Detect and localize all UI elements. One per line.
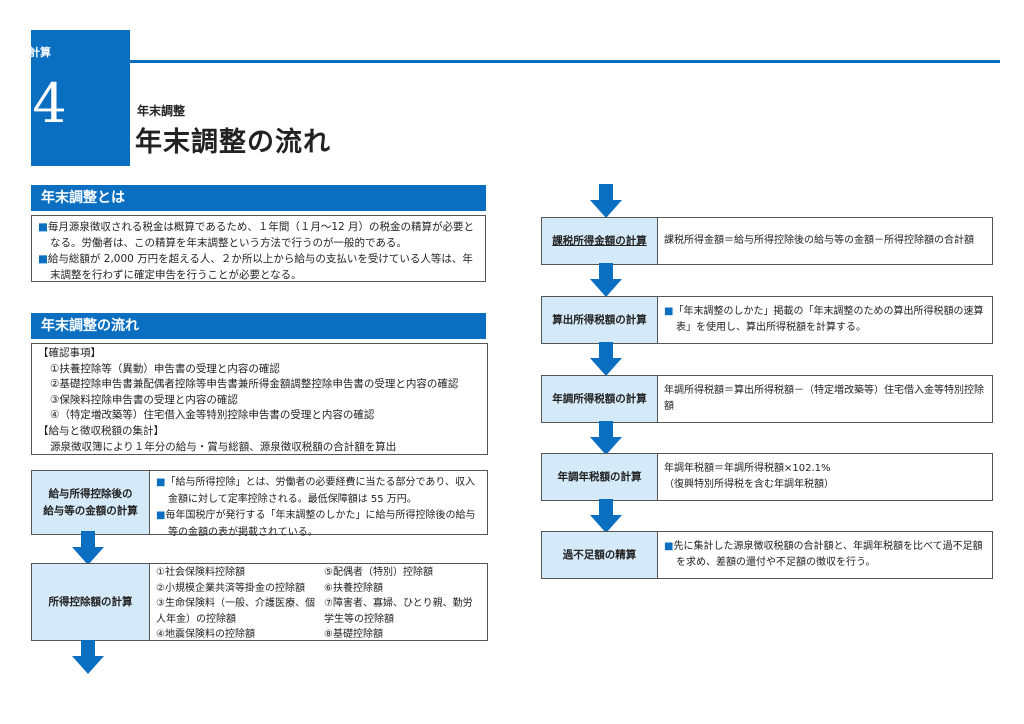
step-label: 年調年税額の計算 <box>542 454 658 500</box>
list-item: ②小規模企業共済等掛金の控除額 <box>156 582 305 594</box>
arrow-down-icon <box>590 184 622 218</box>
arrow-down-icon <box>590 499 622 533</box>
step-body: 年調年税額＝年調所得税額×102.1% （復興特別所得税を含む年調年税額） <box>664 463 834 490</box>
tally-title: 【給与と徴収税額の集計】 <box>38 424 164 437</box>
list-item: ③保険料控除申告書の受理と内容の確認 <box>50 393 238 406</box>
list-item: ⑤配偶者（特別）控除額 <box>324 567 433 578</box>
tally-text: 源泉徴収簿により１年分の給与・賞与総額、源泉徴収税額の合計額を算出 <box>50 440 397 453</box>
deduction-col1: ①社会保険料控除額 ②小規模企業共済等掛金の控除額 ③生命保険料（一般、介護医療… <box>156 565 324 643</box>
section-flow-box: 【確認事項】 ①扶養控除等（異動）申告書の受理と内容の確認 ②基礎控除申告書兼配… <box>31 343 488 455</box>
step-label: 所得控除額の計算 <box>32 564 150 640</box>
step-body: ①社会保険料控除額 ②小規模企業共済等掛金の控除額 ③生命保険料（一般、介護医療… <box>150 564 487 640</box>
list-item: ■「年末調整のしかた」掲載の「年末調整のための算出所得税額の速算表」を使用し、算… <box>664 306 984 333</box>
list-item: ■毎月源泉徴収される税金は概算であるため、１年間（１月〜12 月）の税金の精算が… <box>38 221 475 249</box>
arrow-down-icon <box>72 531 104 565</box>
step-label: 過不足額の精算 <box>542 532 658 578</box>
square-bullet-icon: ■ <box>664 541 674 552</box>
square-bullet-icon: ■ <box>156 477 166 488</box>
list-item: ■毎年国税庁が発行する「年末調整のしかた」に給与所得控除後の給与等の金額の表が掲… <box>156 510 476 538</box>
list-item: ⑥扶養控除額 <box>324 582 383 594</box>
list-item: ■給与総額が 2,000 万円を超える人、２か所以上から給与の支払いを受けている… <box>38 253 473 281</box>
section-about-box: ■毎月源泉徴収される税金は概算であるため、１年間（１月〜12 月）の税金の精算が… <box>31 215 486 282</box>
arrow-down-icon <box>72 640 104 674</box>
section-heading-about: 年末調整とは <box>31 185 486 211</box>
arrow-down-icon <box>590 263 622 297</box>
section-heading-flow: 年末調整の流れ <box>31 313 486 339</box>
list-item: ⑧基礎控除額 <box>324 629 383 640</box>
flow-step-annual-tax: 年調年税額の計算 年調年税額＝年調所得税額×102.1% （復興特別所得税を含む… <box>541 453 993 501</box>
page-subtitle: 年末調整 <box>137 104 186 118</box>
deduction-col2: ⑤配偶者（特別）控除額 ⑥扶養控除額 ⑦障害者、寡婦、ひとり親、勤労学生等の控除… <box>324 565 481 643</box>
chapter-label: 給与計算 <box>7 46 51 59</box>
page-title: 年末調整の流れ <box>135 127 331 158</box>
arrow-down-icon <box>590 342 622 376</box>
step-body: 課税所得金額＝給与所得控除後の給与等の金額－所得控除額の合計額 <box>664 235 974 246</box>
list-item: ④地震保険料の控除額 <box>156 629 255 640</box>
square-bullet-icon: ■ <box>664 306 674 317</box>
flow-step-taxable-income: 課税所得金額の計算 課税所得金額＝給与所得控除後の給与等の金額－所得控除額の合計… <box>541 217 993 265</box>
step-label: 給与所得控除後の給与等の金額の計算 <box>32 471 150 534</box>
list-item: ④（特定増改築等）住宅借入金等特別控除申告書の受理と内容の確認 <box>50 409 375 422</box>
step-body: ■「給与所得控除」とは、労働者の必要経費に当たる部分であり、収入金額に対して定率… <box>150 471 487 538</box>
step-body: ■「年末調整のしかた」掲載の「年末調整のための算出所得税額の速算表」を使用し、算… <box>658 297 992 343</box>
arrow-down-icon <box>590 421 622 455</box>
chapter-box <box>31 30 130 166</box>
flow-step-adjusted-income-tax: 年調所得税額の計算 年調所得税額＝算出所得税額－（特定増改築等）住宅借入金等特別… <box>541 375 993 423</box>
step-label: 課税所得金額の計算 <box>542 218 658 264</box>
step-body: ■先に集計した源泉徴収税額の合計額と、年調年税額を比べて過不足額を求め、差額の還… <box>658 532 992 578</box>
list-item: ②基礎控除申告書兼配偶者控除等申告書兼所得金額調整控除申告書の受理と内容の確認 <box>50 378 459 391</box>
list-item: ①社会保険料控除額 <box>156 567 245 578</box>
confirm-title: 【確認事項】 <box>38 347 101 359</box>
list-item: ■「給与所得控除」とは、労働者の必要経費に当たる部分であり、収入金額に対して定率… <box>156 477 475 505</box>
chapter-number: 4 <box>32 72 67 135</box>
square-bullet-icon: ■ <box>38 253 48 265</box>
step-label: 年調所得税額の計算 <box>542 376 658 422</box>
step-label: 算出所得税額の計算 <box>542 297 658 343</box>
list-item: ③生命保険料（一般、介護医療、個人年金）の控除額 <box>156 598 315 625</box>
flow-step-settlement: 過不足額の精算 ■先に集計した源泉徴収税額の合計額と、年調年税額を比べて過不足額… <box>541 531 993 579</box>
list-item: ⑦障害者、寡婦、ひとり親、勤労学生等の控除額 <box>324 598 473 625</box>
list-item: ①扶養控除等（異動）申告書の受理と内容の確認 <box>50 362 280 375</box>
flow-step-deductions: 所得控除額の計算 ①社会保険料控除額 ②小規模企業共済等掛金の控除額 ③生命保険… <box>31 563 488 641</box>
list-item: ■先に集計した源泉徴収税額の合計額と、年調年税額を比べて過不足額を求め、差額の還… <box>664 541 983 568</box>
flow-step-calculated-tax: 算出所得税額の計算 ■「年末調整のしかた」掲載の「年末調整のための算出所得税額の… <box>541 296 993 344</box>
flow-step-salary-income: 給与所得控除後の給与等の金額の計算 ■「給与所得控除」とは、労働者の必要経費に当… <box>31 470 488 538</box>
step-body: 年調所得税額＝算出所得税額－（特定増改築等）住宅借入金等特別控除額 <box>664 385 984 412</box>
header-rule <box>130 60 1000 63</box>
square-bullet-icon: ■ <box>38 221 48 233</box>
square-bullet-icon: ■ <box>156 510 166 521</box>
